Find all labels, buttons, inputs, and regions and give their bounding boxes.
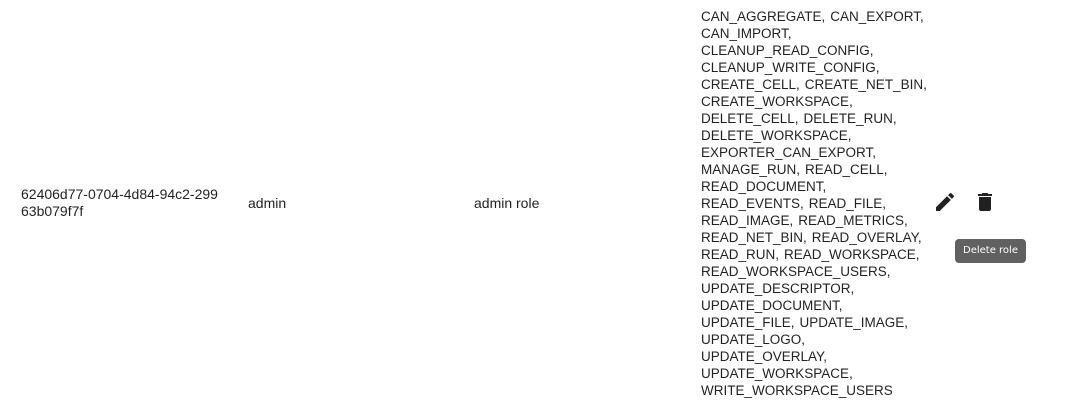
permission-item: CLEANUP_READ_CONFIG, [701, 43, 874, 58]
permission-item: CAN_IMPORT, [701, 26, 792, 41]
permission-line: UPDATE_LOGO, [701, 331, 923, 348]
role-id: 62406d77-0704-4d84-94c2-29963b079f7f [21, 186, 218, 219]
permission-line: DELETE_WORKSPACE, [701, 127, 923, 144]
role-description: admin role [474, 195, 540, 211]
permission-item: CAN_AGGREGATE, [701, 9, 826, 24]
permission-item: CAN_EXPORT, [830, 9, 924, 24]
permission-item: READ_METRICS, [798, 213, 908, 228]
permission-item: CREATE_WORKSPACE, [701, 94, 853, 109]
permission-item: READ_IMAGE, [701, 213, 794, 228]
role-name: admin [248, 195, 287, 211]
permission-line: UPDATE_WORKSPACE, [701, 365, 923, 382]
permission-line: READ_WORKSPACE_USERS, [701, 263, 923, 280]
role-permissions: CAN_AGGREGATE, CAN_EXPORT, CAN_IMPORT, CLEA… [701, 8, 927, 399]
permission-line: CLEANUP_READ_CONFIG, [701, 42, 923, 59]
permission-line: CAN_IMPORT, [701, 25, 923, 42]
permission-item: READ_WORKSPACE_USERS, [701, 264, 891, 279]
permission-item: READ_CELL, [805, 162, 888, 177]
permission-line: READ_DOCUMENT, [701, 178, 923, 195]
permission-line: CLEANUP_WRITE_CONFIG, [701, 59, 923, 76]
pencil-icon [936, 192, 955, 211]
permission-line: UPDATE_DESCRIPTOR, [701, 280, 923, 297]
permission-line: DELETE_CELL, DELETE_RUN, [701, 110, 923, 127]
trash-icon [978, 193, 992, 211]
permission-line: UPDATE_OVERLAY, [701, 348, 923, 365]
row-actions [933, 190, 997, 214]
permission-line: UPDATE_DOCUMENT, [701, 297, 923, 314]
permission-item: READ_EVENTS, [701, 196, 804, 211]
permission-line: WRITE_WORKSPACE_USERS [701, 382, 923, 399]
delete-role-button[interactable] [973, 190, 997, 214]
permission-line: MANAGE_RUN, READ_CELL, [701, 161, 923, 178]
permission-item: READ_RUN, [701, 247, 780, 262]
permission-line: READ_NET_BIN, READ_OVERLAY, [701, 229, 923, 246]
permission-item: EXPORTER_CAN_EXPORT, [701, 145, 877, 160]
permission-item: READ_OVERLAY, [811, 230, 922, 245]
permission-line: READ_EVENTS, READ_FILE, [701, 195, 923, 212]
permission-item: READ_WORKSPACE, [784, 247, 920, 262]
permission-item: CREATE_NET_BIN, [804, 77, 927, 92]
permission-item: READ_NET_BIN, [701, 230, 807, 245]
permission-item: DELETE_CELL, [701, 111, 799, 126]
permission-line: UPDATE_FILE, UPDATE_IMAGE, [701, 314, 923, 331]
permission-line: CREATE_WORKSPACE, [701, 93, 923, 110]
permission-item: UPDATE_IMAGE, [799, 315, 909, 330]
permission-item: MANAGE_RUN, [701, 162, 801, 177]
permission-item: CREATE_CELL, [701, 77, 800, 92]
permission-item: DELETE_WORKSPACE, [701, 128, 852, 143]
permission-item: WRITE_WORKSPACE_USERS [701, 383, 893, 398]
permission-item: READ_FILE, [808, 196, 887, 211]
permission-line: CREATE_CELL, CREATE_NET_BIN, [701, 76, 927, 93]
permission-item: CLEANUP_WRITE_CONFIG, [701, 60, 880, 75]
permission-item: READ_DOCUMENT, [701, 179, 827, 194]
permission-item: UPDATE_FILE, [701, 315, 795, 330]
permission-item: UPDATE_OVERLAY, [701, 349, 828, 364]
permission-item: UPDATE_LOGO, [701, 332, 806, 347]
permission-item: UPDATE_WORKSPACE, [701, 366, 853, 381]
permission-line: EXPORTER_CAN_EXPORT, [701, 144, 923, 161]
permission-item: UPDATE_DOCUMENT, [701, 298, 843, 313]
permission-item: UPDATE_DESCRIPTOR, [701, 281, 855, 296]
permission-line: CAN_AGGREGATE, CAN_EXPORT, [701, 8, 924, 25]
delete-role-tooltip: Delete role [955, 239, 1026, 263]
permission-line: READ_IMAGE, READ_METRICS, [701, 212, 923, 229]
edit-role-button[interactable] [933, 190, 957, 214]
permission-item: DELETE_RUN, [803, 111, 897, 126]
permission-line: READ_RUN, READ_WORKSPACE, [701, 246, 923, 263]
